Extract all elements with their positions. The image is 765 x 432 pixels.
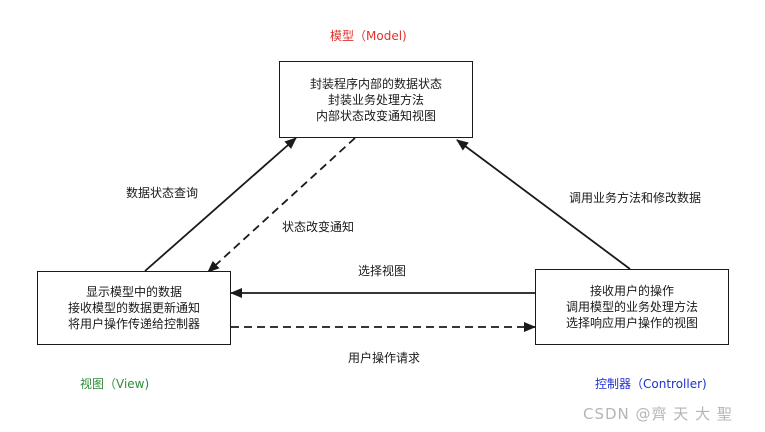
view-title: 视图（View) xyxy=(80,377,150,391)
controller-line: 调用模型的业务处理方法 xyxy=(565,300,698,314)
view-box: 显示模型中的数据 接收模型的数据更新通知 将用户操作传递给控制器 xyxy=(37,271,231,345)
arrow-view-to-model xyxy=(144,137,297,272)
view-line: 将用户操作传递给控制器 xyxy=(67,317,200,331)
controller-line: 接收用户的操作 xyxy=(589,284,674,298)
arrow-controller-to-model xyxy=(456,139,631,270)
model-title: 模型（Model) xyxy=(330,29,407,43)
label-view-to-controller: 用户操作请求 xyxy=(348,351,421,365)
view-line: 接收模型的数据更新通知 xyxy=(67,301,200,315)
model-line: 封装业务处理方法 xyxy=(327,92,424,107)
watermark: CSDN @齊 天 大 聖 xyxy=(583,405,733,423)
controller-box: 接收用户的操作 调用模型的业务处理方法 选择响应用户操作的视图 xyxy=(535,269,729,345)
label-controller-to-model: 调用业务方法和修改数据 xyxy=(569,191,702,205)
label-model-to-view: 状态改变通知 xyxy=(282,220,355,234)
controller-title: 控制器（Controller) xyxy=(595,377,707,391)
model-box: 封装程序内部的数据状态 封装业务处理方法 内部状态改变通知视图 xyxy=(279,61,473,138)
label-controller-to-view: 选择视图 xyxy=(358,264,407,278)
view-line: 显示模型中的数据 xyxy=(85,285,182,299)
model-line: 封装程序内部的数据状态 xyxy=(309,76,442,91)
label-view-to-model: 数据状态查询 xyxy=(126,186,199,200)
controller-line: 选择响应用户操作的视图 xyxy=(565,316,698,330)
arrow-model-to-view xyxy=(207,137,356,273)
model-line: 内部状态改变通知视图 xyxy=(315,108,436,123)
